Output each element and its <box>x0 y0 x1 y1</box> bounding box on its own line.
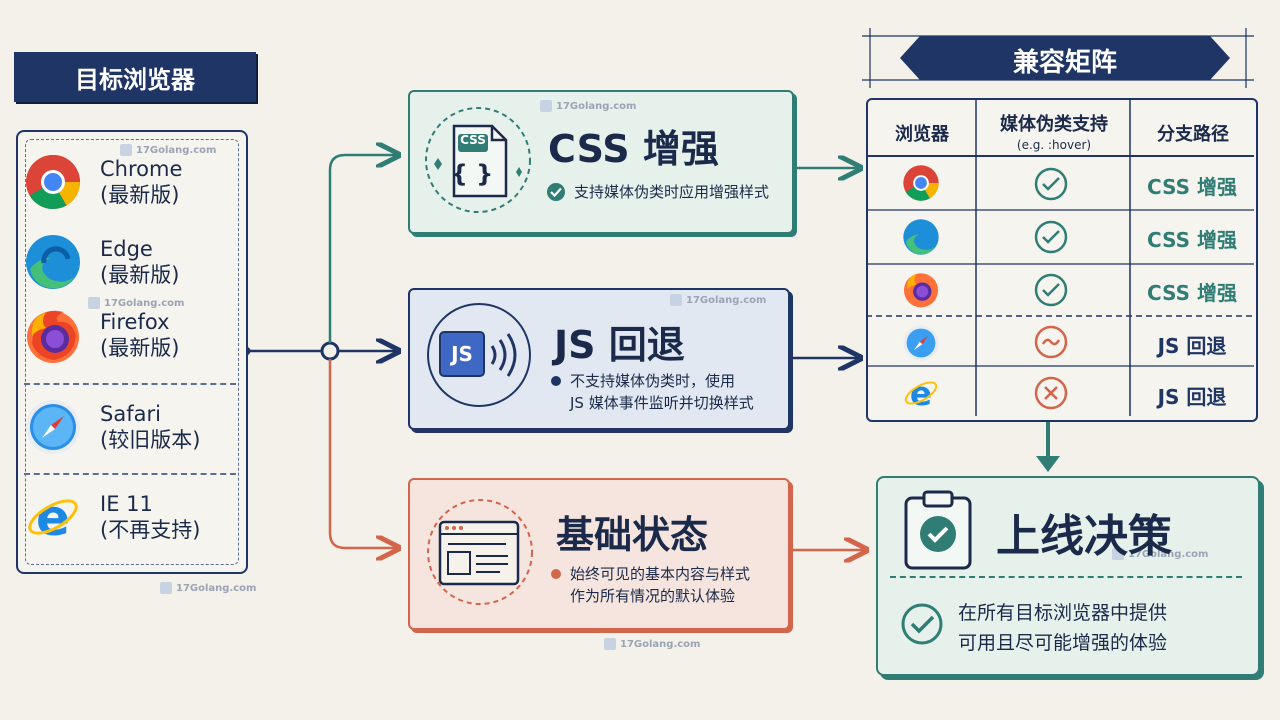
base-state-desc-line2: 作为所有情况的默认体验 <box>570 587 736 605</box>
matrix-title: 兼容矩阵 <box>1012 48 1117 78</box>
watermark: 17Golang.com <box>1112 548 1208 560</box>
base-state-title: 基础状态 <box>556 513 709 557</box>
connector-hub <box>320 341 340 361</box>
matrix-branch-ie: JS 回退 <box>1157 385 1227 409</box>
matrix-banner-frame <box>862 28 1254 88</box>
base-state-desc-line1: 始终可见的基本内容与样式 <box>570 565 751 583</box>
matrix-branch-safari: JS 回退 <box>1157 334 1227 358</box>
watermark: 17Golang.com <box>160 582 256 594</box>
browser-item-firefox: Firefox(最新版) <box>24 306 179 364</box>
watermark: 17Golang.com <box>604 638 700 650</box>
css-file-icon-label: CSS <box>460 133 486 147</box>
launch-decision-desc: 在所有目标浏览器中提供 可用且尽可能增强的体验 <box>958 602 1168 654</box>
edge-icon <box>902 218 940 260</box>
ie-icon: e <box>24 488 82 547</box>
browser-item-chrome: Chrome(最新版) <box>24 153 182 211</box>
css-enhance-desc: 支持媒体伪类时应用增强样式 <box>574 183 770 201</box>
browser-divider <box>24 473 236 475</box>
check-icon <box>546 182 566 202</box>
bullet-icon <box>551 569 561 579</box>
launch-decision-title: 上线决策 <box>996 511 1172 562</box>
compat-matrix-table <box>866 98 1258 422</box>
svg-text:e: e <box>910 375 932 412</box>
css-file-icon <box>422 104 534 216</box>
matrix-grid-lines <box>866 100 1254 416</box>
decision-divider <box>890 576 1242 578</box>
partial-support-icon <box>1034 325 1068 363</box>
browser-divider <box>24 383 236 385</box>
watermark: 17Golang.com <box>88 297 184 309</box>
browser-item-edge: Edge(最新版) <box>24 233 179 291</box>
check-circle-icon <box>1034 167 1068 205</box>
browser-item-safari: Safari(较旧版本) <box>24 398 200 456</box>
check-circle-icon <box>1034 273 1068 311</box>
chrome-icon <box>24 153 82 211</box>
watermark: 17Golang.com <box>120 144 216 156</box>
target-browsers-title: 目标浏览器 <box>14 52 256 102</box>
matrix-branch-firefox: CSS 增强 <box>1147 281 1237 305</box>
css-file-icon-braces: { } <box>450 160 494 188</box>
check-circle-icon <box>1034 220 1068 258</box>
check-circle-icon <box>900 602 944 650</box>
arrow-to-css <box>328 155 396 343</box>
matrix-header-branch: 分支路径 <box>1157 124 1229 145</box>
matrix-branch-chrome: CSS 增强 <box>1147 175 1237 199</box>
js-signal-icon-label: JS <box>451 342 473 366</box>
watermark: 17Golang.com <box>540 100 636 112</box>
browser-window-icon <box>424 496 536 608</box>
js-fallback-desc-line2: JS 媒体事件监听并切换样式 <box>570 394 754 412</box>
js-fallback-desc-line1: 不支持媒体伪类时，使用 <box>570 372 736 390</box>
svg-text:e: e <box>36 489 70 546</box>
browser-item-ie: e IE 11(不再支持) <box>24 488 200 547</box>
chrome-icon <box>902 164 940 206</box>
js-signal-icon <box>424 300 534 410</box>
css-enhance-title: CSS 增强 <box>548 127 719 171</box>
clipboard-check-icon <box>902 488 976 572</box>
matrix-header-support: 媒体伪类支持 (e.g. :hover) <box>1000 114 1108 152</box>
safari-icon <box>902 324 940 366</box>
ie-icon: e <box>902 374 940 416</box>
edge-icon <box>24 233 82 291</box>
safari-icon <box>24 398 82 456</box>
arrow-matrix-to-decision-head <box>1036 456 1060 472</box>
bullet-icon <box>551 376 561 386</box>
arrow-to-base <box>328 359 396 548</box>
watermark: 17Golang.com <box>670 294 766 306</box>
js-fallback-title: JS 回退 <box>554 323 685 367</box>
firefox-icon <box>24 306 82 364</box>
cross-circle-icon <box>1034 376 1068 414</box>
matrix-branch-edge: CSS 增强 <box>1147 228 1237 252</box>
matrix-header-browser: 浏览器 <box>895 124 949 145</box>
firefox-icon <box>902 270 940 312</box>
